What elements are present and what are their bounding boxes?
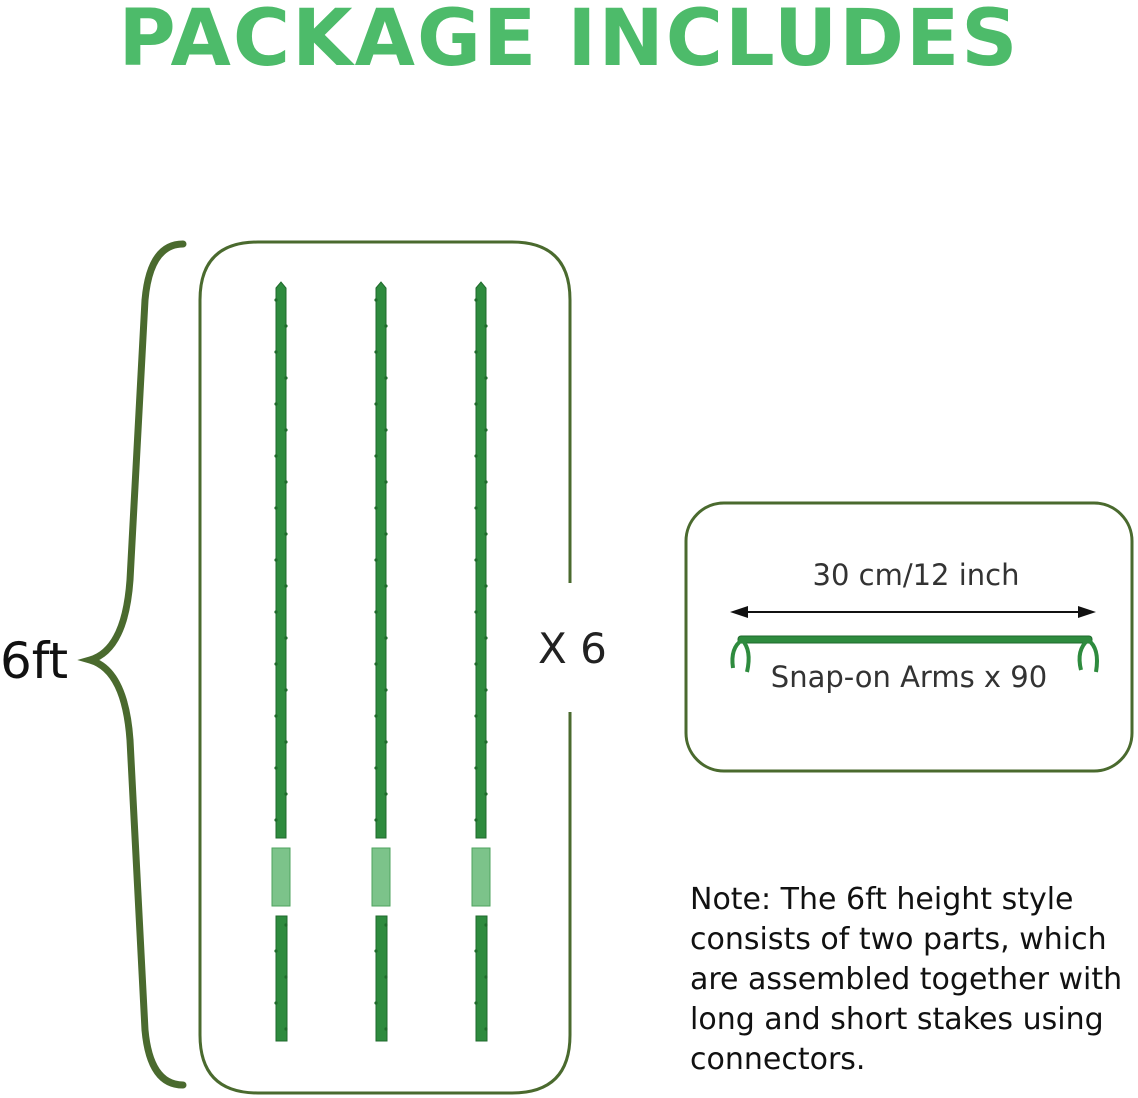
stake-thorn xyxy=(274,1001,278,1005)
stake-thorn xyxy=(374,610,378,614)
connector xyxy=(471,847,491,907)
stake-thorn xyxy=(484,1027,488,1031)
stake-thorn xyxy=(474,506,478,510)
stake-thorn xyxy=(484,740,488,744)
connector xyxy=(271,847,291,907)
stake-thorn xyxy=(384,532,388,536)
stake-thorn xyxy=(284,975,288,979)
stake-thorn xyxy=(474,1001,478,1005)
stake-thorn xyxy=(284,1027,288,1031)
stake-thorn xyxy=(484,324,488,328)
dimension-arrow xyxy=(730,606,1096,618)
stake-thorn xyxy=(384,792,388,796)
stake-thorn xyxy=(474,610,478,614)
stake-thorn xyxy=(274,402,278,406)
stake xyxy=(471,281,491,1042)
stake-thorn xyxy=(384,923,388,927)
stake-thorn xyxy=(274,350,278,354)
stake-thorn xyxy=(274,610,278,614)
stake-thorn xyxy=(484,792,488,796)
stake-thorn xyxy=(484,636,488,640)
arm-dimension-label: 30 cm/12 inch xyxy=(812,558,1020,592)
stake-thorn xyxy=(474,662,478,666)
stake-thorn xyxy=(284,584,288,588)
stake-thorn xyxy=(274,662,278,666)
stake-thorn xyxy=(374,558,378,562)
stake-thorn xyxy=(384,740,388,744)
stake-thorn xyxy=(374,949,378,953)
stake-thorn xyxy=(384,376,388,380)
stake-thorn xyxy=(374,454,378,458)
stake-thorn xyxy=(374,766,378,770)
stake-thorn xyxy=(284,376,288,380)
stake-thorn xyxy=(274,766,278,770)
stake-thorn xyxy=(374,298,378,302)
stake-thorn xyxy=(374,818,378,822)
snap-on-arm xyxy=(730,635,1099,673)
arms-count-label: Snap-on Arms x 90 xyxy=(770,660,1048,694)
stake-thorn xyxy=(274,298,278,302)
stake-thorn xyxy=(384,1027,388,1031)
stake-thorn xyxy=(374,714,378,718)
connector xyxy=(371,847,391,907)
stake-thorn xyxy=(484,923,488,927)
stake-thorn xyxy=(384,636,388,640)
arms-frame xyxy=(684,501,1134,773)
stake-thorn xyxy=(484,376,488,380)
stake-thorn xyxy=(484,688,488,692)
stake-thorn xyxy=(484,584,488,588)
stake-thorn xyxy=(474,818,478,822)
stake-thorn xyxy=(384,975,388,979)
stake-thorn xyxy=(474,766,478,770)
stake-thorn xyxy=(284,636,288,640)
stake-thorn xyxy=(484,532,488,536)
stake-thorn xyxy=(474,558,478,562)
stakes-frame xyxy=(198,240,572,1095)
stake-thorn xyxy=(474,454,478,458)
stake-thorn xyxy=(374,662,378,666)
stake-thorn xyxy=(384,428,388,432)
stake-thorn xyxy=(384,584,388,588)
stake-thorn xyxy=(284,324,288,328)
stake-thorn xyxy=(284,923,288,927)
stake-thorn xyxy=(484,480,488,484)
stake-thorn xyxy=(274,949,278,953)
stake-thorn xyxy=(274,558,278,562)
stake-thorn xyxy=(284,532,288,536)
stake-thorn xyxy=(384,688,388,692)
stake-thorn xyxy=(274,454,278,458)
stake xyxy=(371,281,391,1042)
stake-thorn xyxy=(274,714,278,718)
stake-thorn xyxy=(374,350,378,354)
stake-thorn xyxy=(484,975,488,979)
stake-thorn xyxy=(284,688,288,692)
stake-thorn xyxy=(274,506,278,510)
stake-thorn xyxy=(374,1001,378,1005)
stake-count-label: X 6 xyxy=(538,624,607,673)
stake-thorn xyxy=(474,949,478,953)
stake-thorn xyxy=(284,740,288,744)
height-label: 6ft xyxy=(0,632,69,690)
stake-thorn xyxy=(384,480,388,484)
stake-thorn xyxy=(284,480,288,484)
page-title: PACKAGE INCLUDES xyxy=(118,0,1020,84)
stake-thorn xyxy=(384,324,388,328)
stake-thorn xyxy=(374,402,378,406)
height-brace xyxy=(77,240,187,1089)
stake-thorn xyxy=(284,428,288,432)
stake-thorn xyxy=(374,506,378,510)
stake-thorn xyxy=(274,818,278,822)
stake-thorn xyxy=(474,714,478,718)
stake-thorn xyxy=(474,298,478,302)
stake-thorn xyxy=(284,792,288,796)
stake-thorn xyxy=(474,402,478,406)
stake xyxy=(271,281,291,1042)
stake-thorn xyxy=(474,350,478,354)
assembly-note: Note: The 6ft height style consists of t… xyxy=(690,882,1123,1077)
stake-thorn xyxy=(484,428,488,432)
